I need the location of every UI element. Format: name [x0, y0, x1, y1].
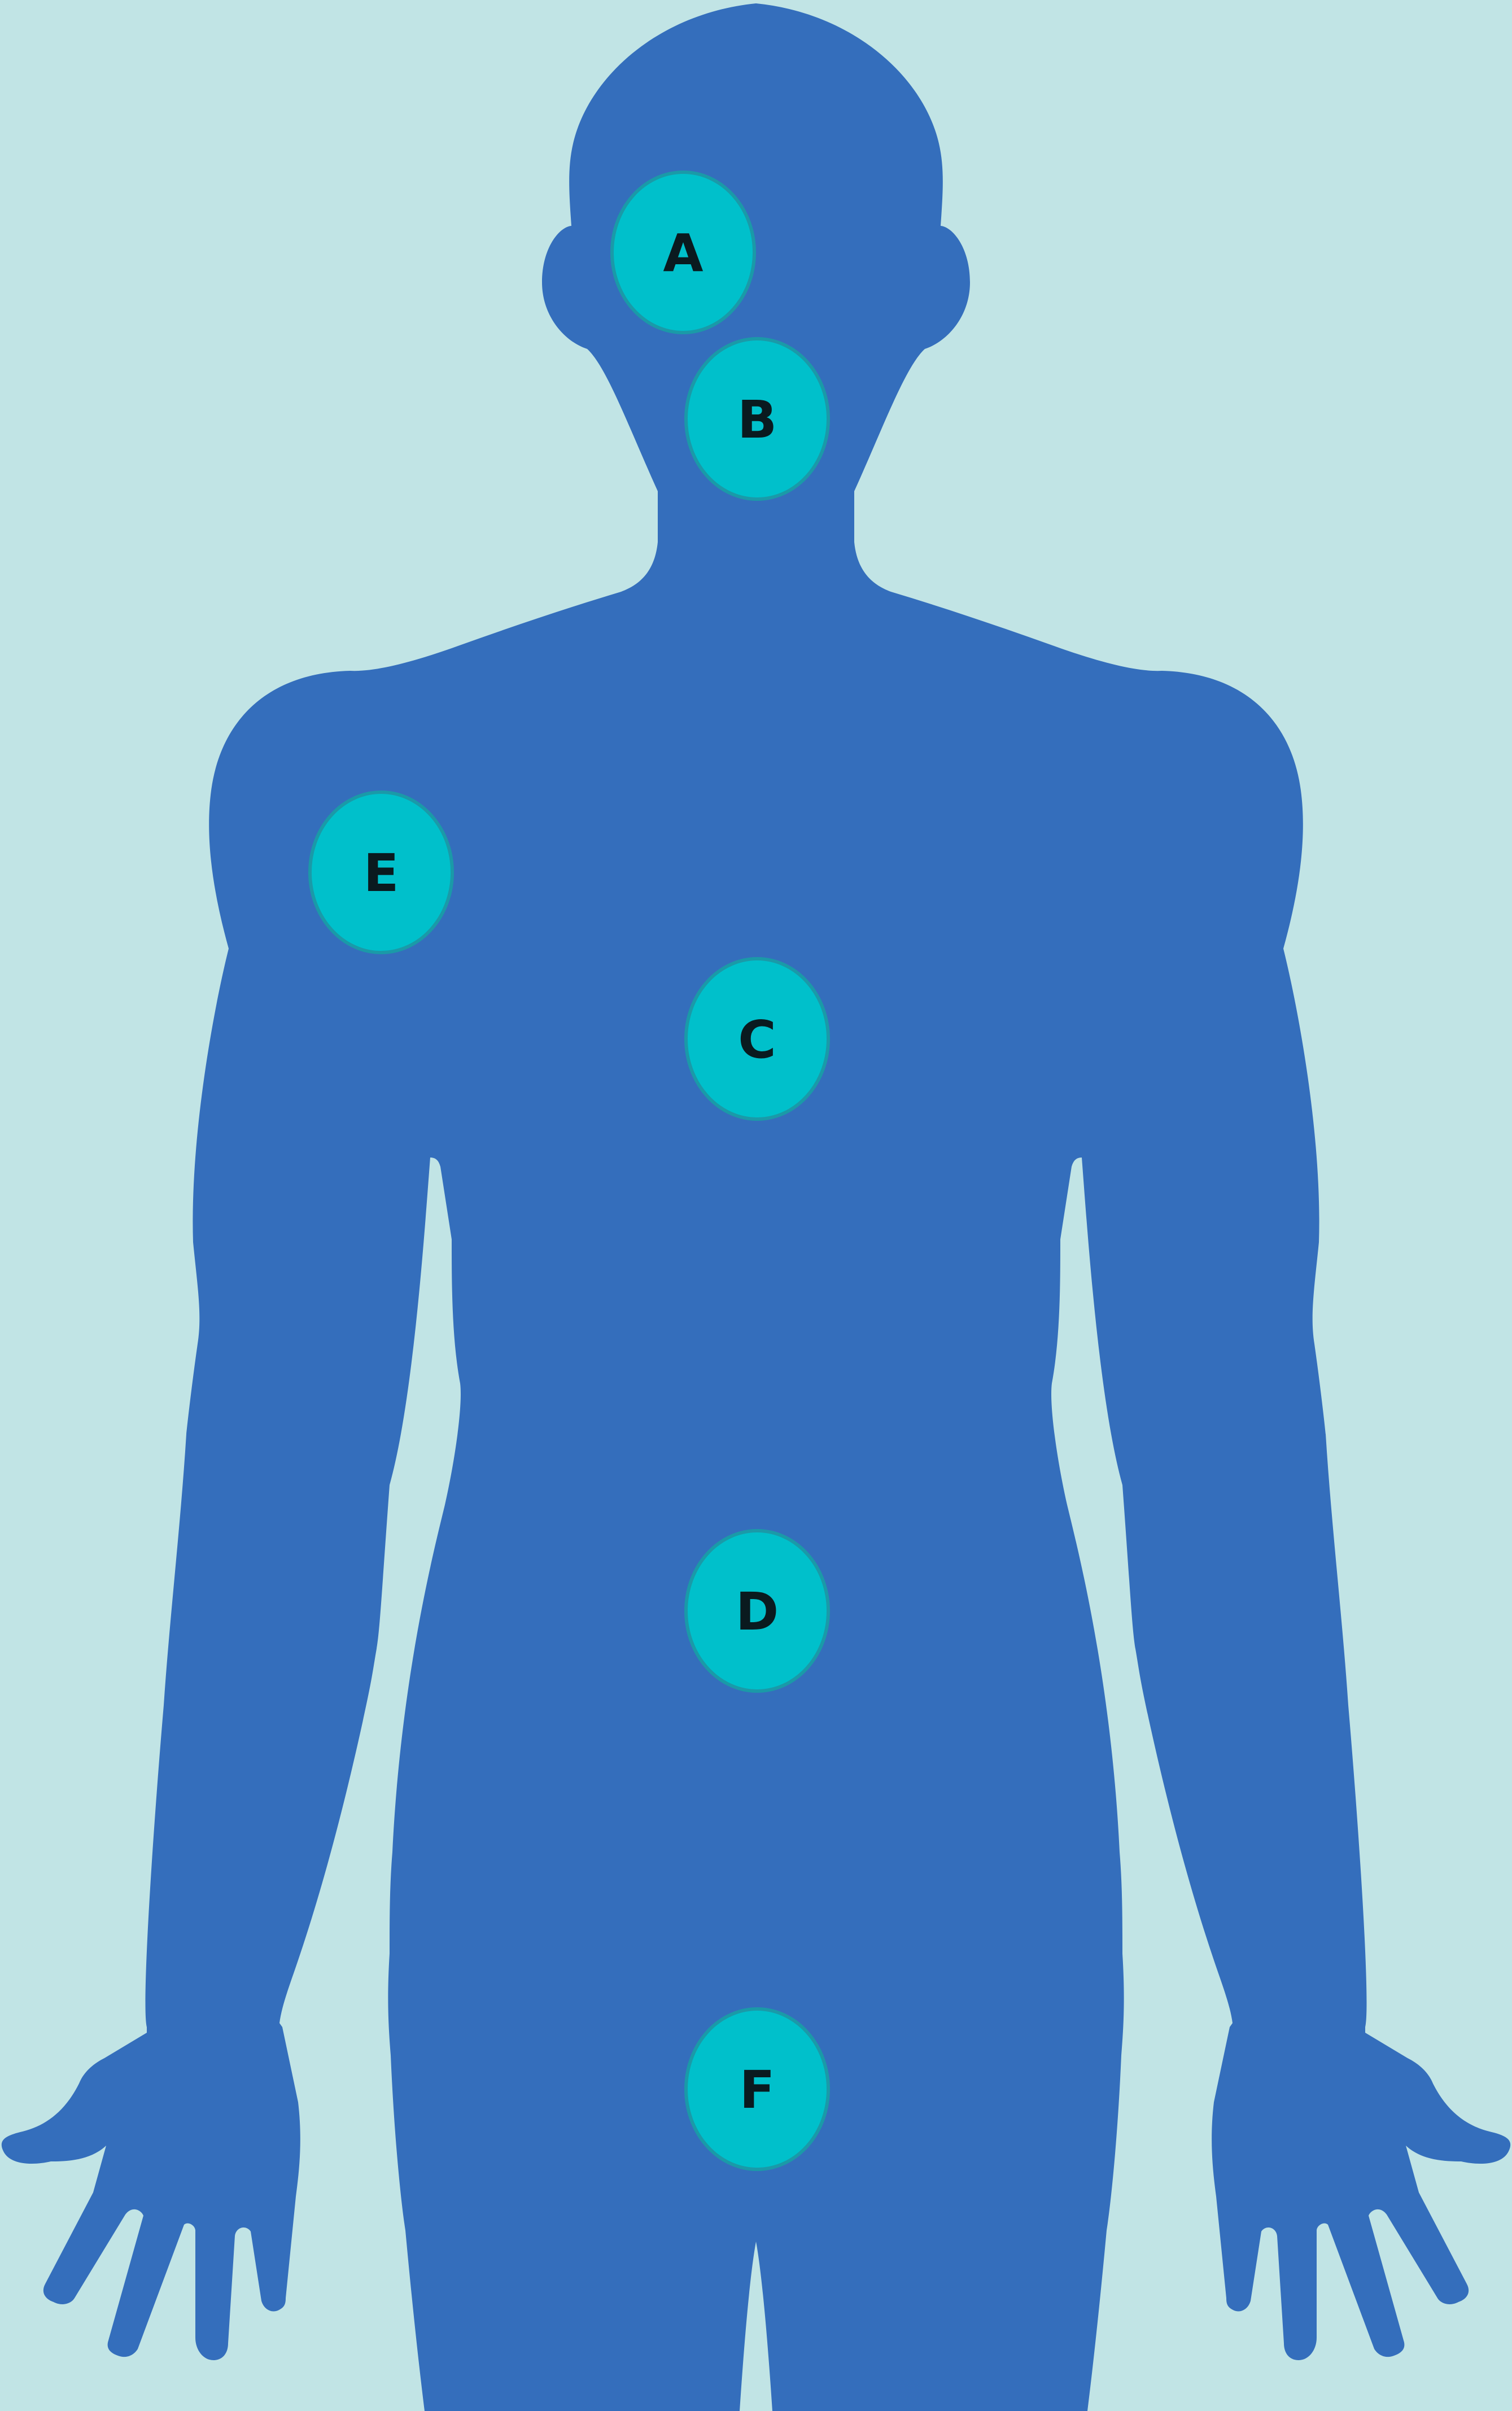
- marker-label-c: C: [738, 1010, 776, 1070]
- marker-label-e: E: [364, 843, 399, 903]
- marker-c: C: [686, 959, 828, 1119]
- marker-label-a: A: [663, 223, 703, 283]
- marker-label-b: B: [737, 390, 777, 450]
- marker-d: D: [686, 1531, 828, 1691]
- marker-label-d: D: [736, 1582, 779, 1642]
- marker-e: E: [310, 792, 452, 953]
- marker-a: A: [612, 172, 754, 333]
- marker-f: F: [686, 2009, 828, 2169]
- marker-label-f: F: [740, 2060, 775, 2120]
- marker-b: B: [686, 339, 828, 499]
